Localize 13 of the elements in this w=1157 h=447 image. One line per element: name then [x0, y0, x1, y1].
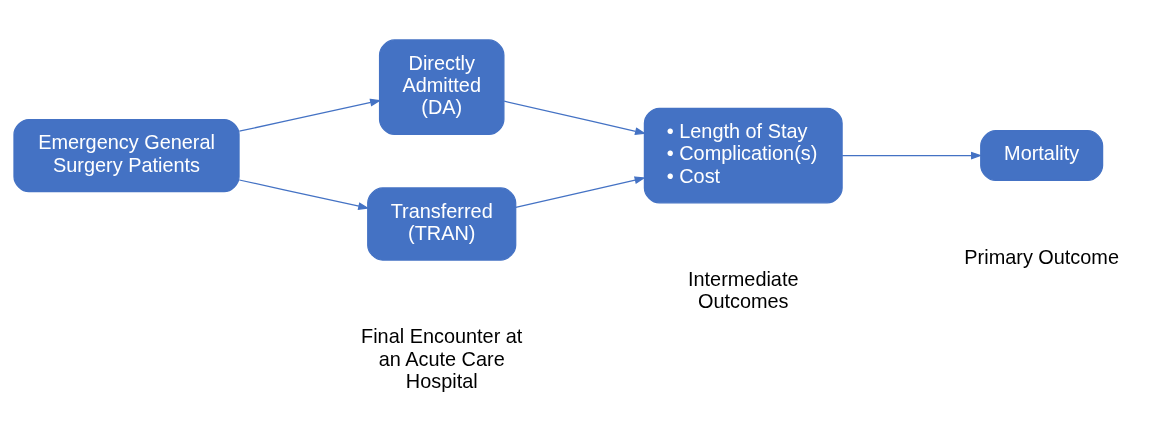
arrow: [238, 98, 382, 132]
node-box: Emergency General Surgery Patients: [13, 118, 240, 192]
node-box: Directly Admitted (DA): [378, 38, 505, 135]
label: Intermediate Outcomes: [688, 267, 799, 312]
arrow: [238, 178, 370, 210]
arrow: [515, 175, 646, 208]
label: Primary Outcome: [964, 245, 1119, 268]
node-box: • Length of Stay • Complication(s) • Cost: [643, 107, 843, 203]
arrow: [841, 151, 983, 160]
arrow: [503, 100, 647, 135]
node-box: Mortality: [980, 129, 1104, 181]
label: Final Encounter at an Acute Care Hospital: [361, 324, 523, 392]
node-box: Transferred (TRAN): [367, 186, 517, 261]
